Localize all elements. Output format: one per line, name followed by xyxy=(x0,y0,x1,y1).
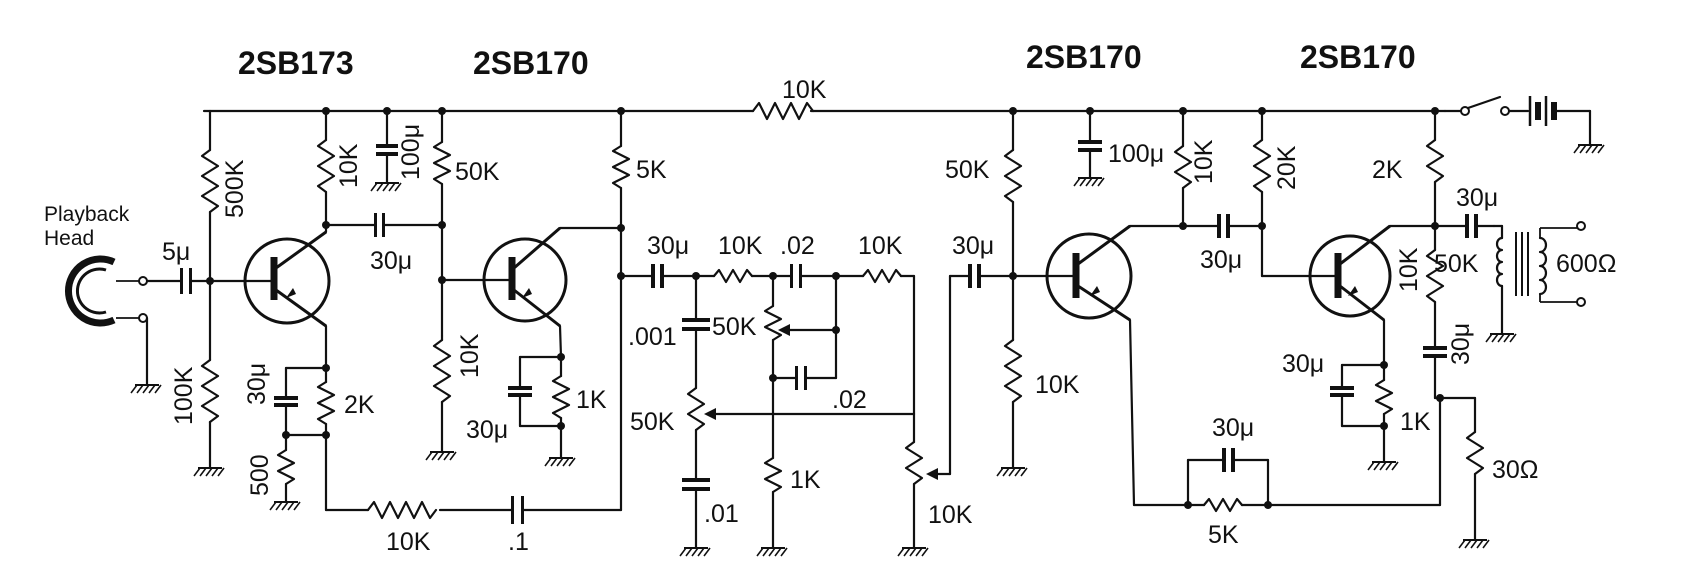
resistor-1k-q2e-label: 1K xyxy=(576,386,607,414)
cap-02-a-label: .02 xyxy=(780,232,815,260)
transistor-label-q4: 2SB170 xyxy=(1300,39,1416,75)
resistor-10k-supply-label: 10K xyxy=(782,76,827,104)
cap-001-label: .001 xyxy=(628,323,677,351)
resistor-50k-q4-label: 50K xyxy=(1434,250,1479,278)
resistor-100k-in-label: 100K xyxy=(170,366,198,425)
resistor-10k-q4-label: 10K xyxy=(1395,247,1423,292)
cap-30u-q3b-label: 30μ xyxy=(952,232,994,260)
power-switch xyxy=(1443,95,1510,116)
resistor-50k-q2b-label: 50K xyxy=(455,158,500,186)
resistor-2k-q4-label: 2K xyxy=(1372,156,1403,184)
cap-30u-tone-label: 30μ xyxy=(647,232,689,260)
transistor-label-q3: 2SB170 xyxy=(1026,39,1142,75)
cap-30u-fb2-label: 30μ xyxy=(1212,414,1254,442)
resistor-10k-tone2-label: 10K xyxy=(858,232,903,260)
transistor-label-q2: 2SB170 xyxy=(473,45,589,81)
playback-head-icon xyxy=(64,255,148,327)
output-impedance-label: 600Ω xyxy=(1556,250,1616,278)
input-label-line2: Head xyxy=(44,227,94,250)
resistor-1k-tone-label: 1K xyxy=(790,466,821,494)
resistor-5k-label: 5K xyxy=(636,156,667,184)
resistor-2k-q1e-label: 2K xyxy=(344,391,375,419)
input-label-line1: Playback xyxy=(44,203,130,226)
cap-30u-q4e-label: 30μ xyxy=(1282,350,1324,378)
transistor-q3-icon xyxy=(1045,224,1133,322)
cap-30u-q1e-label: 30μ xyxy=(243,363,271,405)
pot-10k-label: 10K xyxy=(928,501,973,529)
output-transformer-icon xyxy=(1485,221,1586,343)
pot-50k-b-label: 50K xyxy=(630,408,675,436)
resistor-5k-fb2-label: 5K xyxy=(1208,521,1239,549)
cap-100u-1-label: 100μ xyxy=(397,124,425,180)
cap-30u-q1q2-label: 30μ xyxy=(370,247,412,275)
resistor-10k-tone1-label: 10K xyxy=(718,232,763,260)
resistor-10k-q3c-label: 10K xyxy=(1190,139,1218,184)
resistor-50k-q3b-label: 50K xyxy=(945,156,990,184)
resistor-20k-label: 20K xyxy=(1273,145,1301,190)
resistor-10k-fb-label: 10K xyxy=(386,528,431,556)
resistor-10k-q3b-label: 10K xyxy=(1035,371,1080,399)
resistor-30ohm-label: 30Ω xyxy=(1492,456,1539,484)
transistor-label-q1: 2SB173 xyxy=(238,45,354,81)
resistor-10k-q1c-label: 10K xyxy=(335,143,363,188)
cap-100u-2-label: 100μ xyxy=(1108,140,1164,168)
resistor-500-label: 500 xyxy=(246,454,274,496)
cap-01-fb-label: .1 xyxy=(508,528,529,556)
battery xyxy=(1507,96,1605,154)
transistor-q1-icon xyxy=(243,230,331,328)
cap-01-label: .01 xyxy=(704,500,739,528)
cap-30u-q4c-label: 30μ xyxy=(1447,323,1475,365)
resistor-500k-label: 500K xyxy=(221,159,249,218)
transistor-q2-icon xyxy=(482,226,568,328)
resistor-1k-q4e-label: 1K xyxy=(1400,408,1431,436)
cap-30u-q2e-label: 30μ xyxy=(466,416,508,444)
pot-50k-a-label: 50K xyxy=(712,313,757,341)
cap-02-b-label: .02 xyxy=(832,386,867,414)
transistor-q4-icon xyxy=(1308,224,1392,322)
cap-30u-q3q4-label: 30μ xyxy=(1200,246,1242,274)
cap-5u-in-label: 5μ xyxy=(162,238,190,266)
cap-30u-out-label: 30μ xyxy=(1456,184,1498,212)
supply-rail xyxy=(202,101,1447,121)
resistor-10k-q2b-label: 10K xyxy=(456,333,484,378)
